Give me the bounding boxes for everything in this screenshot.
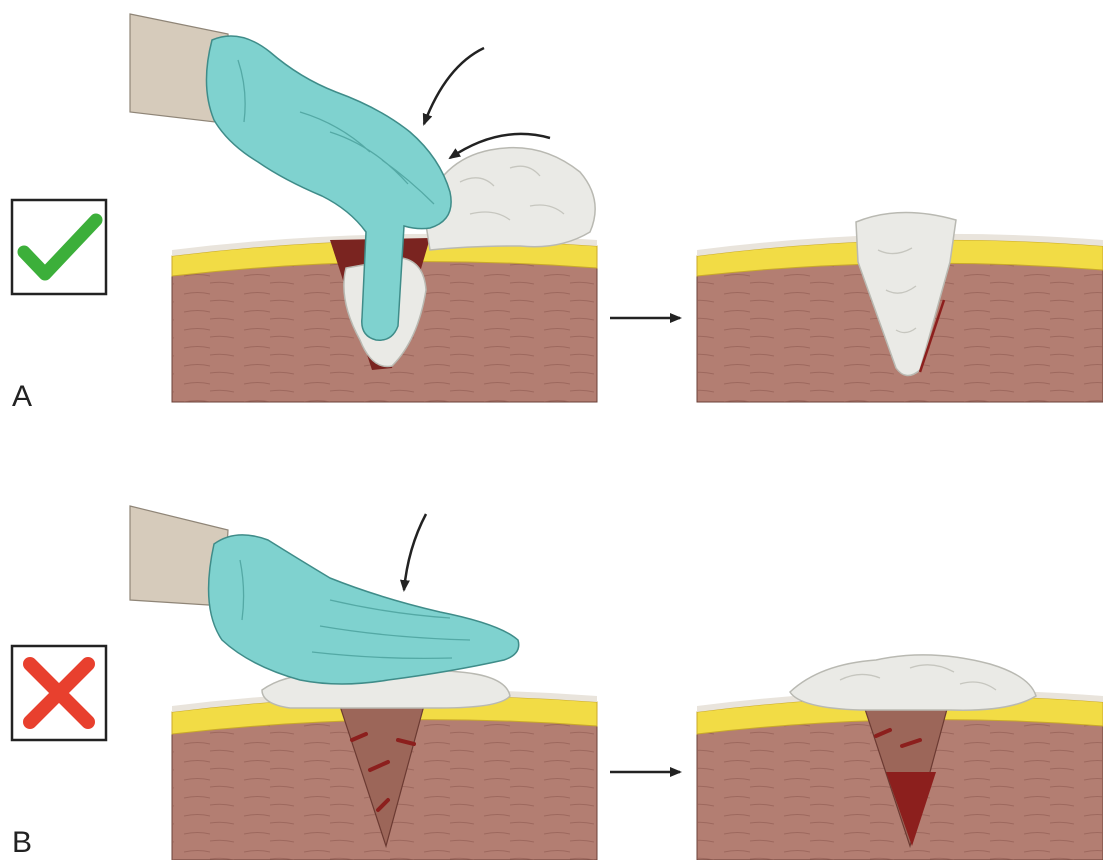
curved-arrow-down bbox=[404, 514, 426, 590]
panel-label-a: A bbox=[12, 382, 32, 412]
panel-label-b: B bbox=[12, 828, 32, 858]
incorrect-verdict-box bbox=[12, 646, 106, 740]
tissue-block-b-before bbox=[172, 670, 597, 860]
glove bbox=[209, 535, 519, 684]
correct-verdict-box bbox=[12, 200, 106, 294]
gloved-hand-b bbox=[130, 506, 519, 684]
gauze-cap bbox=[790, 655, 1036, 710]
tissue-block-b-after bbox=[697, 655, 1103, 860]
panel-b bbox=[12, 506, 1103, 860]
tissue-block-a-after bbox=[697, 212, 1103, 402]
curved-arrow-down bbox=[424, 48, 484, 124]
panel-a bbox=[12, 14, 1103, 402]
